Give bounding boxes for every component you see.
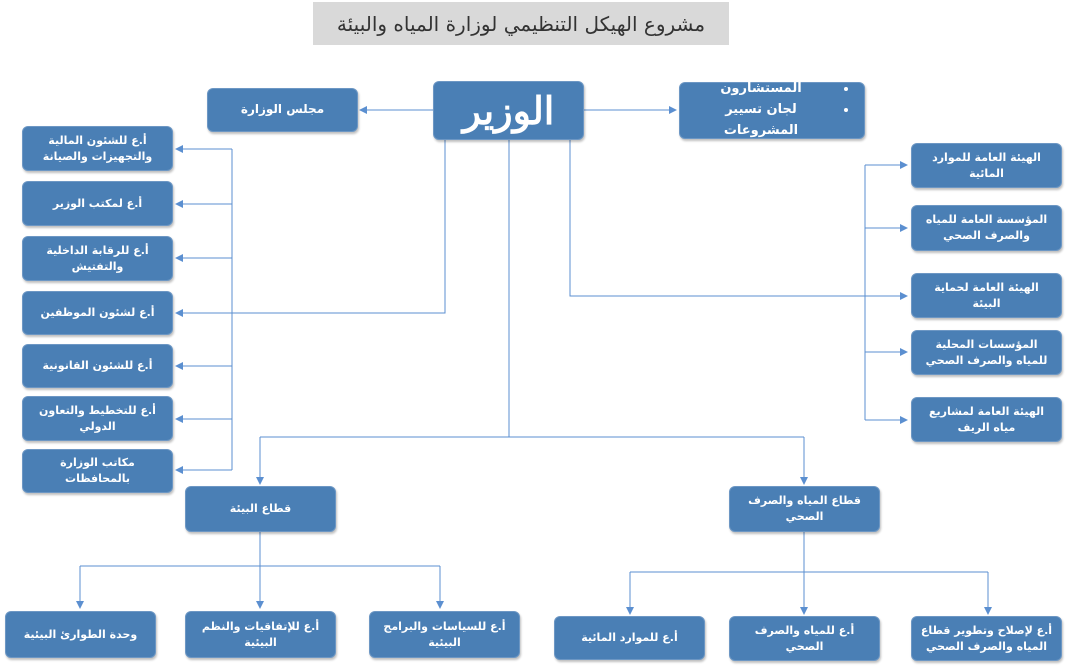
left-unit-label: أ.ع للتخطيط والتعاون الدولي — [39, 403, 156, 433]
environment-sector-label: قطاع البيئة — [229, 502, 292, 516]
advisors-item: لجان تسيير المشروعات — [688, 100, 834, 142]
right-unit-label: الهيئة العامة لمشاريع مياه الريف — [928, 404, 1044, 434]
env-unit-label: أ.ع للإتفاقيات والنظم البيئية — [201, 619, 320, 649]
advisors-box: المستشارون لجان تسيير المشروعات — [679, 79, 865, 141]
page-title: مشروع الهيكل التنظيمي لوزارة المياه والب… — [313, 2, 729, 45]
water-sector-label: قطاع المياه والصرف الصحي — [748, 494, 861, 523]
left-unit-finance: أ.ع للشئون المالية والتجهيزات والصيانة — [22, 126, 173, 171]
right-unit-label: الهيئة العامة لحماية البيئة — [934, 280, 1039, 310]
council-box: مجلس الوزارة — [207, 88, 358, 132]
left-unit-audit: أ.ع للرقابة الداخلية والتفتيش — [22, 236, 173, 281]
right-unit-water-corporation: المؤسسة العامة للمياه والصرف الصحي — [911, 205, 1062, 251]
right-unit-local-corporations: المؤسسات المحلية للمياه والصرف الصحي — [911, 330, 1062, 375]
left-unit-label: مكاتب الوزارة بالمحافظات — [60, 456, 135, 485]
env-unit-agreements: أ.ع للإتفاقيات والنظم البيئية — [185, 611, 336, 658]
left-unit-label: أ.ع لشئون الموظفين — [40, 306, 155, 320]
water-sector-box: قطاع المياه والصرف الصحي — [729, 486, 880, 532]
advisors-item: المستشارون — [688, 79, 834, 100]
left-unit-label: أ.ع للشئون القانونية — [42, 359, 153, 373]
environment-sector-box: قطاع البيئة — [185, 486, 336, 532]
right-unit-rural-water: الهيئة العامة لمشاريع مياه الريف — [911, 397, 1062, 442]
water-unit-reform: أ.ع لإصلاح وتطوير قطاع المياه والصرف الص… — [911, 616, 1062, 661]
right-unit-label: الهيئة العامة للموارد المائية — [932, 150, 1041, 180]
left-unit-governorate-offices: مكاتب الوزارة بالمحافظات — [22, 449, 173, 493]
env-unit-label: وحدة الطوارئ البيئية — [23, 627, 138, 641]
minister-label: الوزير — [462, 87, 555, 133]
council-label: مجلس الوزارة — [240, 102, 325, 117]
water-unit-label: أ.ع لإصلاح وتطوير قطاع المياه والصرف الص… — [920, 623, 1053, 653]
right-unit-environment-protection: الهيئة العامة لحماية البيئة — [911, 273, 1062, 318]
water-unit-resources: أ.ع للموارد المائية — [554, 616, 705, 660]
minister-box: الوزير — [433, 81, 584, 140]
advisors-list: المستشارون لجان تسيير المشروعات — [688, 79, 850, 141]
right-unit-water-resources: الهيئة العامة للموارد المائية — [911, 143, 1062, 188]
left-unit-minister-office: أ.ع لمكتب الوزير — [22, 181, 173, 226]
right-unit-label: المؤسسات المحلية للمياه والصرف الصحي — [925, 337, 1048, 367]
env-unit-label: أ.ع للسياسات والبرامج البيئية — [383, 619, 506, 649]
left-unit-personnel: أ.ع لشئون الموظفين — [22, 291, 173, 335]
left-unit-label: أ.ع للشئون المالية والتجهيزات والصيانة — [42, 133, 153, 163]
env-unit-policies: أ.ع للسياسات والبرامج البيئية — [369, 611, 520, 658]
water-unit-sanitation: أ.ع للمياه والصرف الصحي — [729, 616, 880, 661]
water-unit-label: أ.ع للمياه والصرف الصحي — [754, 623, 855, 653]
left-unit-legal: أ.ع للشئون القانونية — [22, 344, 173, 388]
left-unit-label: أ.ع للرقابة الداخلية والتفتيش — [46, 243, 149, 273]
water-unit-label: أ.ع للموارد المائية — [581, 631, 678, 645]
left-unit-label: أ.ع لمكتب الوزير — [52, 196, 143, 210]
env-unit-emergency: وحدة الطوارئ البيئية — [5, 611, 156, 658]
right-unit-label: المؤسسة العامة للمياه والصرف الصحي — [925, 213, 1048, 242]
left-unit-planning: أ.ع للتخطيط والتعاون الدولي — [22, 396, 173, 441]
